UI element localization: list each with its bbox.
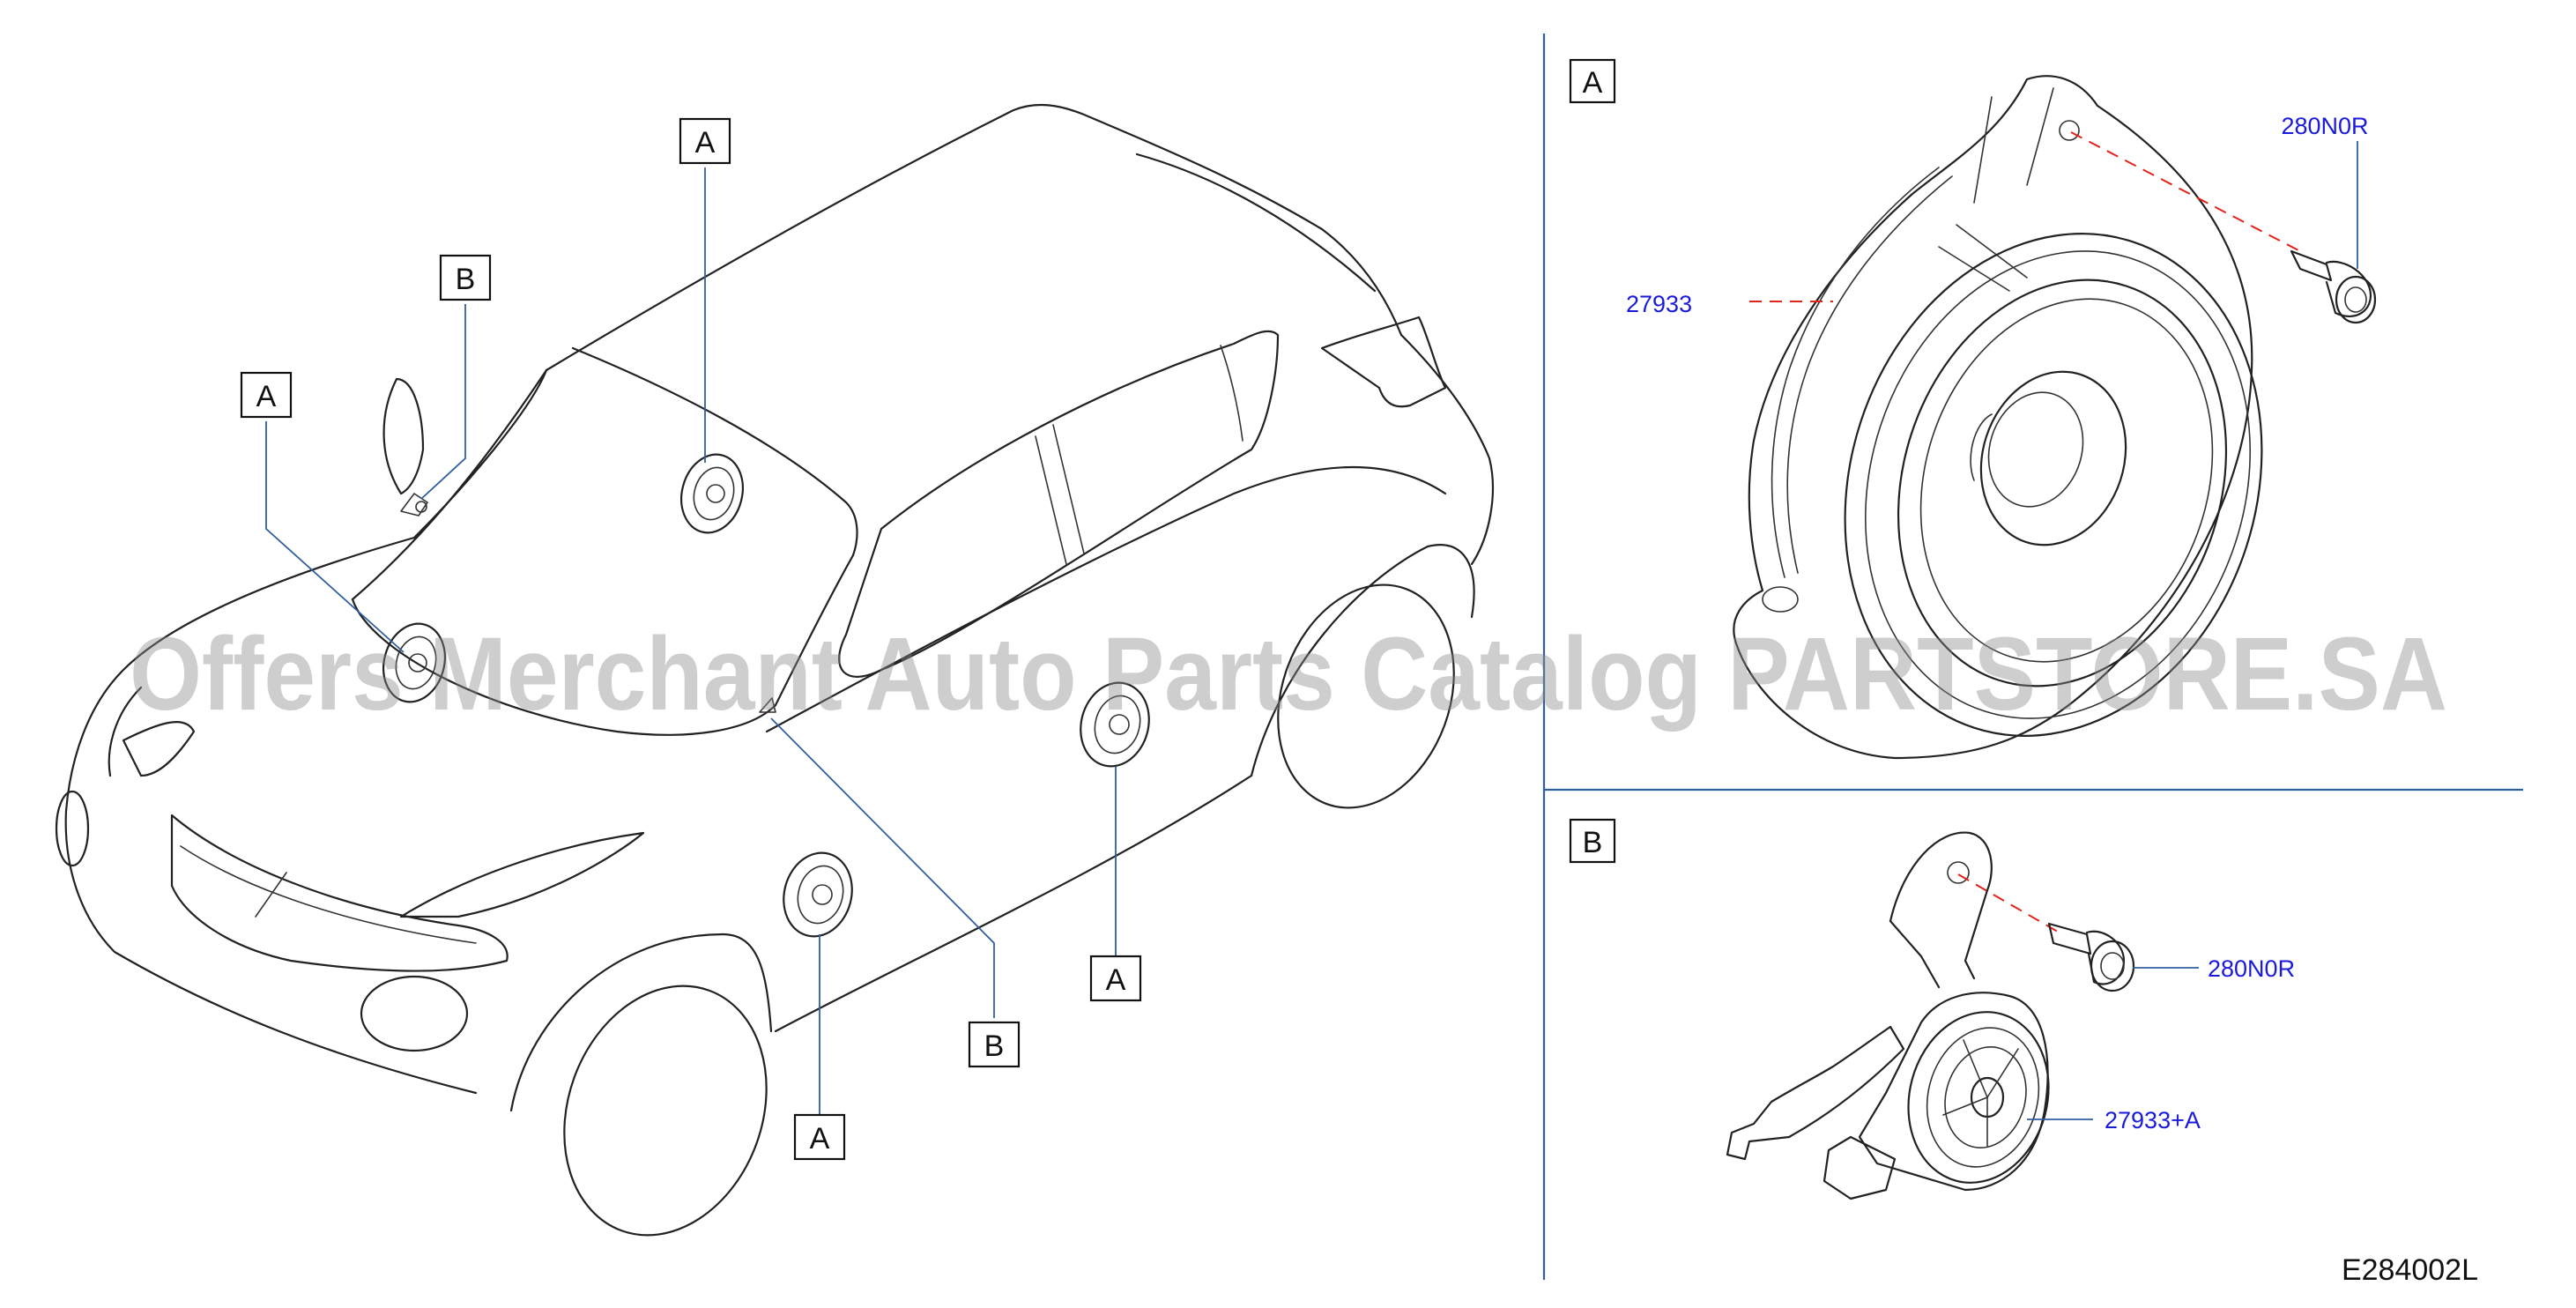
svg-text:A: A	[1106, 963, 1126, 997]
callout-pillar-b: B	[968, 1021, 1021, 1068]
svg-text:B: B	[984, 1029, 1005, 1063]
svg-text:A: A	[810, 1122, 830, 1156]
callout-door-a: A	[793, 1113, 846, 1161]
tweeter-27933a-drawing	[1726, 831, 2050, 1200]
callout-mirror-b: B	[439, 254, 492, 301]
screw-280n0r-b-icon	[2047, 922, 2135, 992]
speaker-roof-icon	[680, 453, 744, 534]
callout-front-a: A	[240, 371, 293, 419]
car-outline-drawing	[55, 103, 1495, 1237]
part-number-280n0r-a: 280N0R	[2281, 113, 2368, 139]
svg-text:A: A	[695, 126, 716, 160]
drawing-code: E284002L	[2342, 1253, 2478, 1287]
speaker-27933-drawing	[1733, 75, 2263, 760]
panel-b-label: B	[1569, 818, 1616, 864]
part-number-27933: 27933	[1626, 291, 1692, 317]
screw-280n0r-a-icon	[2290, 249, 2377, 324]
panel-b-screw-guide	[1957, 873, 2063, 935]
callout-roof-a: A	[679, 117, 731, 165]
panel-a-screw-guide	[2070, 131, 2301, 252]
tweeter-mirror-icon	[400, 493, 428, 517]
part-number-280n0r-b: 280N0R	[2208, 955, 2295, 982]
watermark-text: Offers Merchant Auto Parts Catalog PARTS…	[130, 616, 2447, 732]
tweeter-pillar-icon	[759, 697, 776, 713]
svg-text:A: A	[1583, 66, 1603, 100]
svg-text:B: B	[1583, 826, 1603, 859]
callout-side-rear-a: A	[1089, 955, 1142, 1002]
panel-a-label: A	[1569, 58, 1616, 104]
speaker-rear-door-icon	[1080, 681, 1150, 768]
svg-text:B: B	[456, 263, 476, 296]
speaker-front-door-icon	[783, 851, 853, 938]
speaker-front-icon	[382, 622, 446, 703]
leader-lines	[265, 167, 1117, 1115]
part-number-27933a: 27933+A	[2105, 1107, 2201, 1133]
svg-text:A: A	[256, 380, 277, 413]
